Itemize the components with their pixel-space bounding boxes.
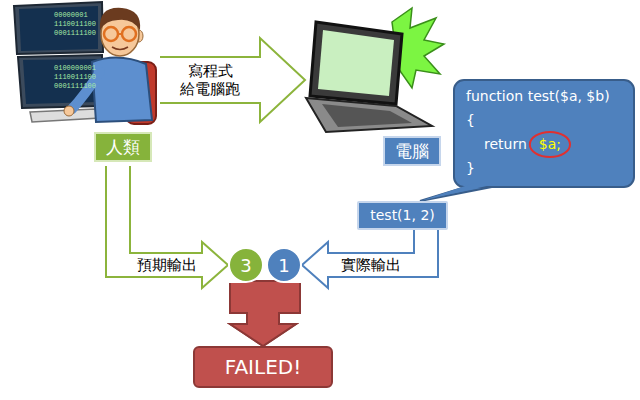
block-arrow-fill [160, 58, 263, 102]
arrow-label: 寫程式 給電腦跑 [177, 62, 243, 98]
laptop-base [306, 98, 432, 132]
screen-digits: 1110011100 [54, 73, 96, 81]
screen-digits: 0001111100 [54, 29, 96, 37]
highlight-ring [530, 132, 570, 157]
code-line: } [466, 160, 475, 177]
function-call-box: test(1, 2) [357, 201, 448, 230]
value-circle [267, 248, 301, 282]
monitor-screen [19, 6, 98, 51]
arrow-head [230, 324, 296, 346]
block-arrow [118, 166, 202, 265]
arrow-head [202, 242, 228, 288]
monitor [18, 55, 102, 108]
person-hair [100, 8, 140, 30]
laptop-screen [318, 30, 394, 96]
highlighted-variable: $a; [539, 136, 561, 153]
block-arrow-fill [118, 166, 205, 265]
value-circle [229, 248, 263, 282]
bubble-body [454, 80, 634, 187]
arrow-label: 實際輸出 [339, 256, 403, 274]
code-line: function test($a, $b) [466, 88, 610, 105]
person-hand [64, 106, 74, 116]
screen-digits: 0001111100 [54, 82, 96, 90]
expected-value-circle: 3 [228, 247, 264, 283]
screen-digits: 0100000001 [54, 64, 96, 72]
glasses [122, 27, 136, 41]
block-arrow-fill [263, 283, 284, 327]
code-line: { [466, 112, 475, 129]
arrow-head [230, 324, 296, 346]
actual-value-circle: 1 [266, 247, 302, 283]
screen-digits: 1110011100 [54, 20, 96, 28]
screen-digits: 00000001 [54, 11, 88, 19]
person-mouth [112, 47, 128, 50]
call-text: test(1, 2) [370, 207, 435, 224]
glasses [104, 27, 118, 41]
figure-label: 人類 [94, 132, 152, 162]
arrow-head [260, 38, 305, 122]
glasses-bridge [118, 33, 122, 35]
result-box: FAILED! [193, 346, 333, 388]
bubble-tail-fill [420, 183, 500, 201]
laptop-keyboard [322, 104, 412, 127]
figure-label: 電腦 [383, 136, 441, 166]
value-number: 1 [278, 255, 289, 276]
laptop-screen-frame [310, 22, 402, 104]
monitor [14, 2, 103, 54]
computer-figure: 電腦 [305, 12, 445, 168]
code-bubble: function test($a, $b) { return $a;} [454, 80, 634, 187]
value-number: 3 [240, 255, 251, 276]
result-text: FAILED! [225, 355, 301, 379]
arrow-label: 預期輸出 [135, 256, 199, 274]
arrow-head [302, 242, 328, 288]
code-line: return [484, 136, 527, 153]
